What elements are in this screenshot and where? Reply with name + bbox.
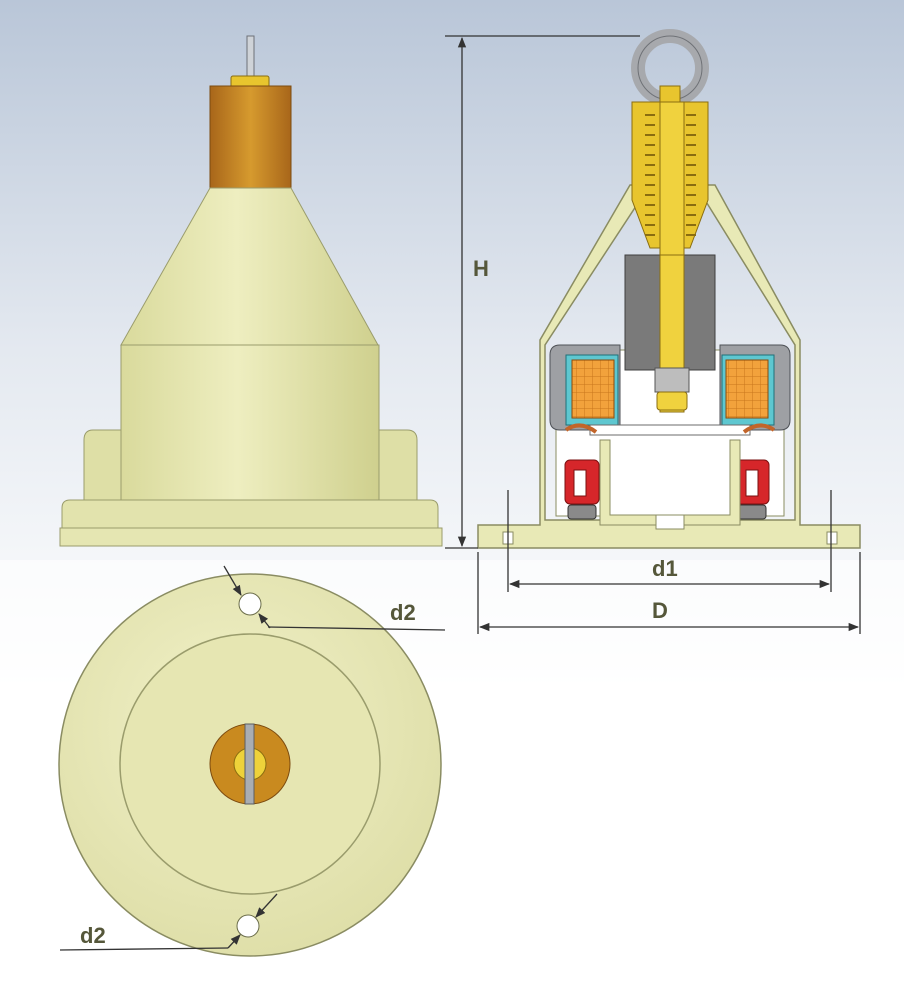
terminal-slot [244, 723, 255, 805]
section-view [477, 29, 861, 549]
outer-diameter-label: D [652, 598, 668, 623]
hole-dimension-lines [59, 565, 446, 951]
mounting-hole-bottom [236, 914, 260, 938]
dimension-lines [445, 35, 861, 634]
spring-icon [645, 114, 696, 236]
brass-cap [209, 85, 292, 189]
hole-diameter-label-bottom: d2 [80, 923, 106, 948]
right-lug [378, 429, 418, 501]
base-step [61, 499, 439, 529]
top-view [58, 573, 442, 957]
hole-diameter-label-top: d2 [390, 600, 416, 625]
inner-diameter-label: d1 [652, 556, 678, 581]
mounting-hole-top [238, 592, 262, 616]
height-label: H [473, 256, 489, 281]
cylinder-body [120, 344, 380, 529]
base-plate [59, 527, 443, 547]
coil-icon [571, 359, 615, 419]
front-view [59, 35, 443, 547]
contact-icon [564, 423, 776, 520]
left-lug [83, 429, 122, 501]
